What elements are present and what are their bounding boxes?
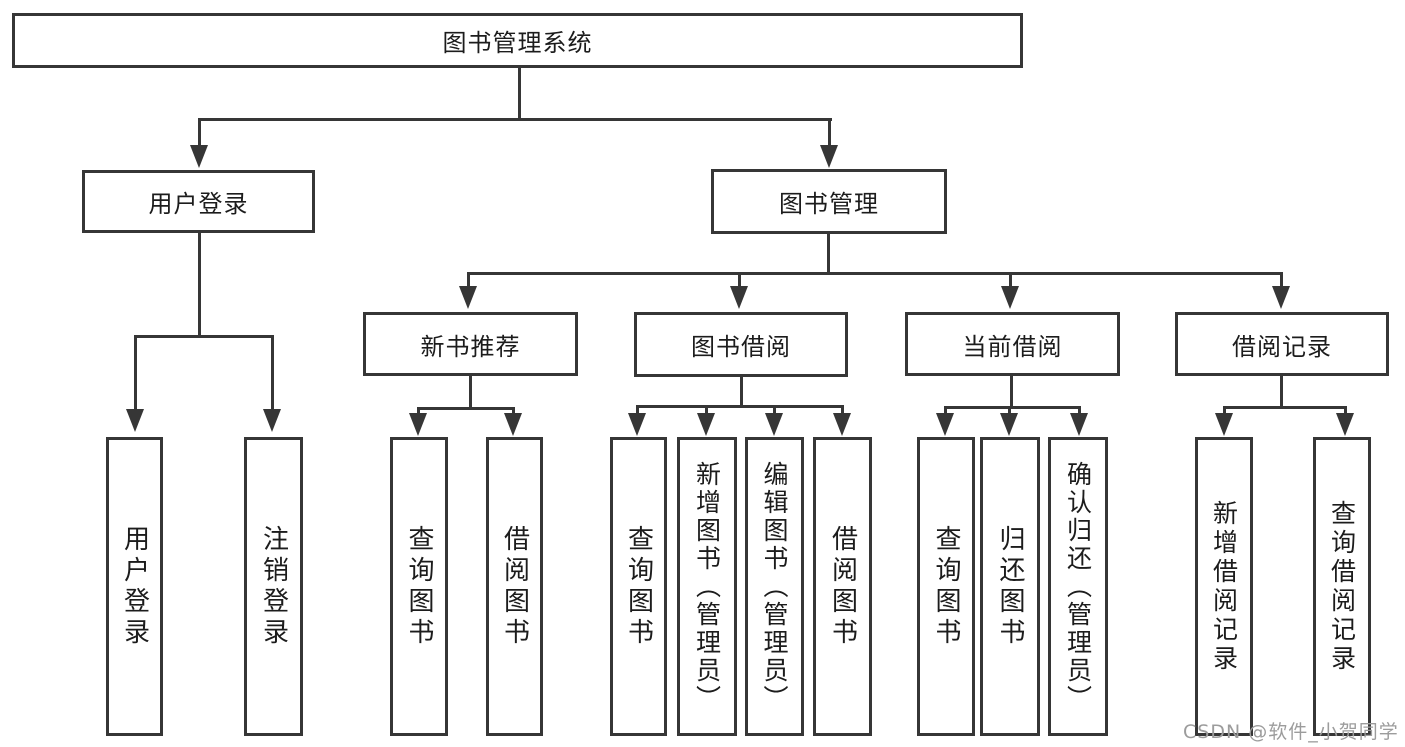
leaf-recommend-borrow-books: 借阅图书 bbox=[486, 437, 543, 736]
connector-line bbox=[827, 234, 830, 272]
node-user-login: 用户登录 bbox=[82, 170, 315, 233]
connector-line bbox=[467, 272, 470, 286]
arrowhead-down-icon bbox=[730, 286, 748, 309]
arrowhead-down-icon bbox=[1215, 413, 1233, 436]
leaf-query-borrow-record: 查询借阅记录 bbox=[1313, 437, 1371, 736]
node-book-management: 图书管理 bbox=[711, 169, 947, 234]
connector-line bbox=[1010, 376, 1013, 406]
connector-line bbox=[773, 405, 776, 413]
node-borrowing-records: 借阅记录 bbox=[1175, 312, 1389, 376]
connector-line bbox=[271, 335, 274, 409]
connector-line bbox=[134, 335, 274, 338]
connector-line bbox=[198, 233, 201, 335]
leaf-edit-books-admin: 编辑图书（管理员） bbox=[745, 437, 804, 736]
connector-line bbox=[1223, 406, 1226, 413]
arrowhead-down-icon bbox=[1000, 413, 1018, 436]
node-current-borrowing: 当前借阅 bbox=[905, 312, 1120, 376]
connector-line bbox=[1344, 406, 1347, 413]
connector-line bbox=[1009, 272, 1012, 286]
connector-line bbox=[518, 68, 521, 118]
connector-line bbox=[705, 405, 708, 413]
arrowhead-down-icon bbox=[833, 413, 851, 436]
leaf-add-borrow-record: 新增借阅记录 bbox=[1195, 437, 1253, 736]
arrowhead-down-icon bbox=[1070, 413, 1088, 436]
leaf-add-books-admin: 新增图书（管理员） bbox=[677, 437, 737, 736]
arrowhead-down-icon bbox=[504, 413, 522, 436]
arrowhead-down-icon bbox=[1272, 286, 1290, 309]
node-new-book-recommendation: 新书推荐 bbox=[363, 312, 578, 376]
connector-line bbox=[512, 407, 515, 414]
connector-line bbox=[417, 407, 420, 414]
connector-line bbox=[1280, 376, 1283, 406]
arrowhead-down-icon bbox=[263, 409, 281, 432]
leaf-confirm-return-admin: 确认归还（管理员） bbox=[1048, 437, 1108, 736]
connector-line bbox=[828, 118, 831, 146]
connector-line bbox=[134, 335, 137, 409]
connector-line bbox=[198, 118, 201, 146]
node-root: 图书管理系统 bbox=[12, 13, 1023, 68]
connector-line bbox=[1008, 406, 1011, 413]
connector-line bbox=[636, 405, 844, 408]
connector-line bbox=[1223, 406, 1347, 409]
connector-line bbox=[738, 272, 741, 286]
arrowhead-down-icon bbox=[126, 409, 144, 432]
leaf-recommend-query-books: 查询图书 bbox=[390, 437, 448, 736]
connector-line bbox=[841, 405, 844, 413]
connector-line bbox=[740, 377, 743, 405]
connector-line bbox=[1078, 406, 1081, 413]
arrowhead-down-icon bbox=[1336, 413, 1354, 436]
connector-line bbox=[198, 118, 832, 121]
connector-line bbox=[417, 407, 515, 410]
leaf-borrow-books: 借阅图书 bbox=[813, 437, 872, 736]
arrowhead-down-icon bbox=[1001, 286, 1019, 309]
connector-line bbox=[944, 406, 947, 413]
arrowhead-down-icon bbox=[765, 413, 783, 436]
connector-line bbox=[944, 406, 1081, 409]
leaf-logout: 注销登录 bbox=[244, 437, 303, 736]
leaf-borrowing-query-books: 查询图书 bbox=[610, 437, 667, 736]
arrowhead-down-icon bbox=[628, 413, 646, 436]
arrowhead-down-icon bbox=[409, 413, 427, 436]
csdn-watermark: CSDN @软件_小贺同学 bbox=[1183, 721, 1399, 743]
arrowhead-down-icon bbox=[697, 413, 715, 436]
leaf-return-books: 归还图书 bbox=[980, 437, 1040, 736]
node-book-borrowing: 图书借阅 bbox=[634, 312, 848, 377]
leaf-current-query-books: 查询图书 bbox=[917, 437, 975, 736]
connector-line bbox=[467, 272, 1283, 275]
connector-line bbox=[1280, 272, 1283, 286]
leaf-user-login: 用户登录 bbox=[106, 437, 163, 736]
connector-line bbox=[636, 405, 639, 413]
connector-line bbox=[469, 376, 472, 407]
arrowhead-down-icon bbox=[190, 145, 208, 168]
arrowhead-down-icon bbox=[936, 413, 954, 436]
arrowhead-down-icon bbox=[459, 286, 477, 309]
arrowhead-down-icon bbox=[820, 145, 838, 168]
